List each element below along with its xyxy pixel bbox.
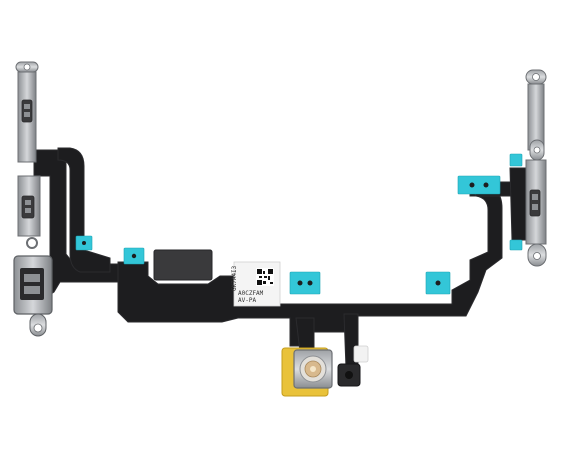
left-metal-bracket xyxy=(13,61,53,337)
qr-code xyxy=(256,268,274,286)
contact-pad xyxy=(509,153,523,167)
contact-pad xyxy=(509,239,523,251)
right-metal-bracket xyxy=(525,69,547,267)
microphone-module xyxy=(337,345,369,387)
flash-module xyxy=(281,347,333,397)
contact-pad xyxy=(457,175,501,195)
barcode-label: GK7A4I3 A0CZFAM AV-PA xyxy=(231,261,281,307)
label-line-3: AV-PA xyxy=(238,297,256,304)
flex-cable-body xyxy=(33,147,527,369)
stiffener-plate xyxy=(153,249,213,281)
contact-pad xyxy=(289,271,321,295)
contact-pads xyxy=(75,153,523,295)
label-line-2: A0CZFAM xyxy=(238,290,264,297)
label-line-1: GK7A4I3 xyxy=(231,265,238,291)
